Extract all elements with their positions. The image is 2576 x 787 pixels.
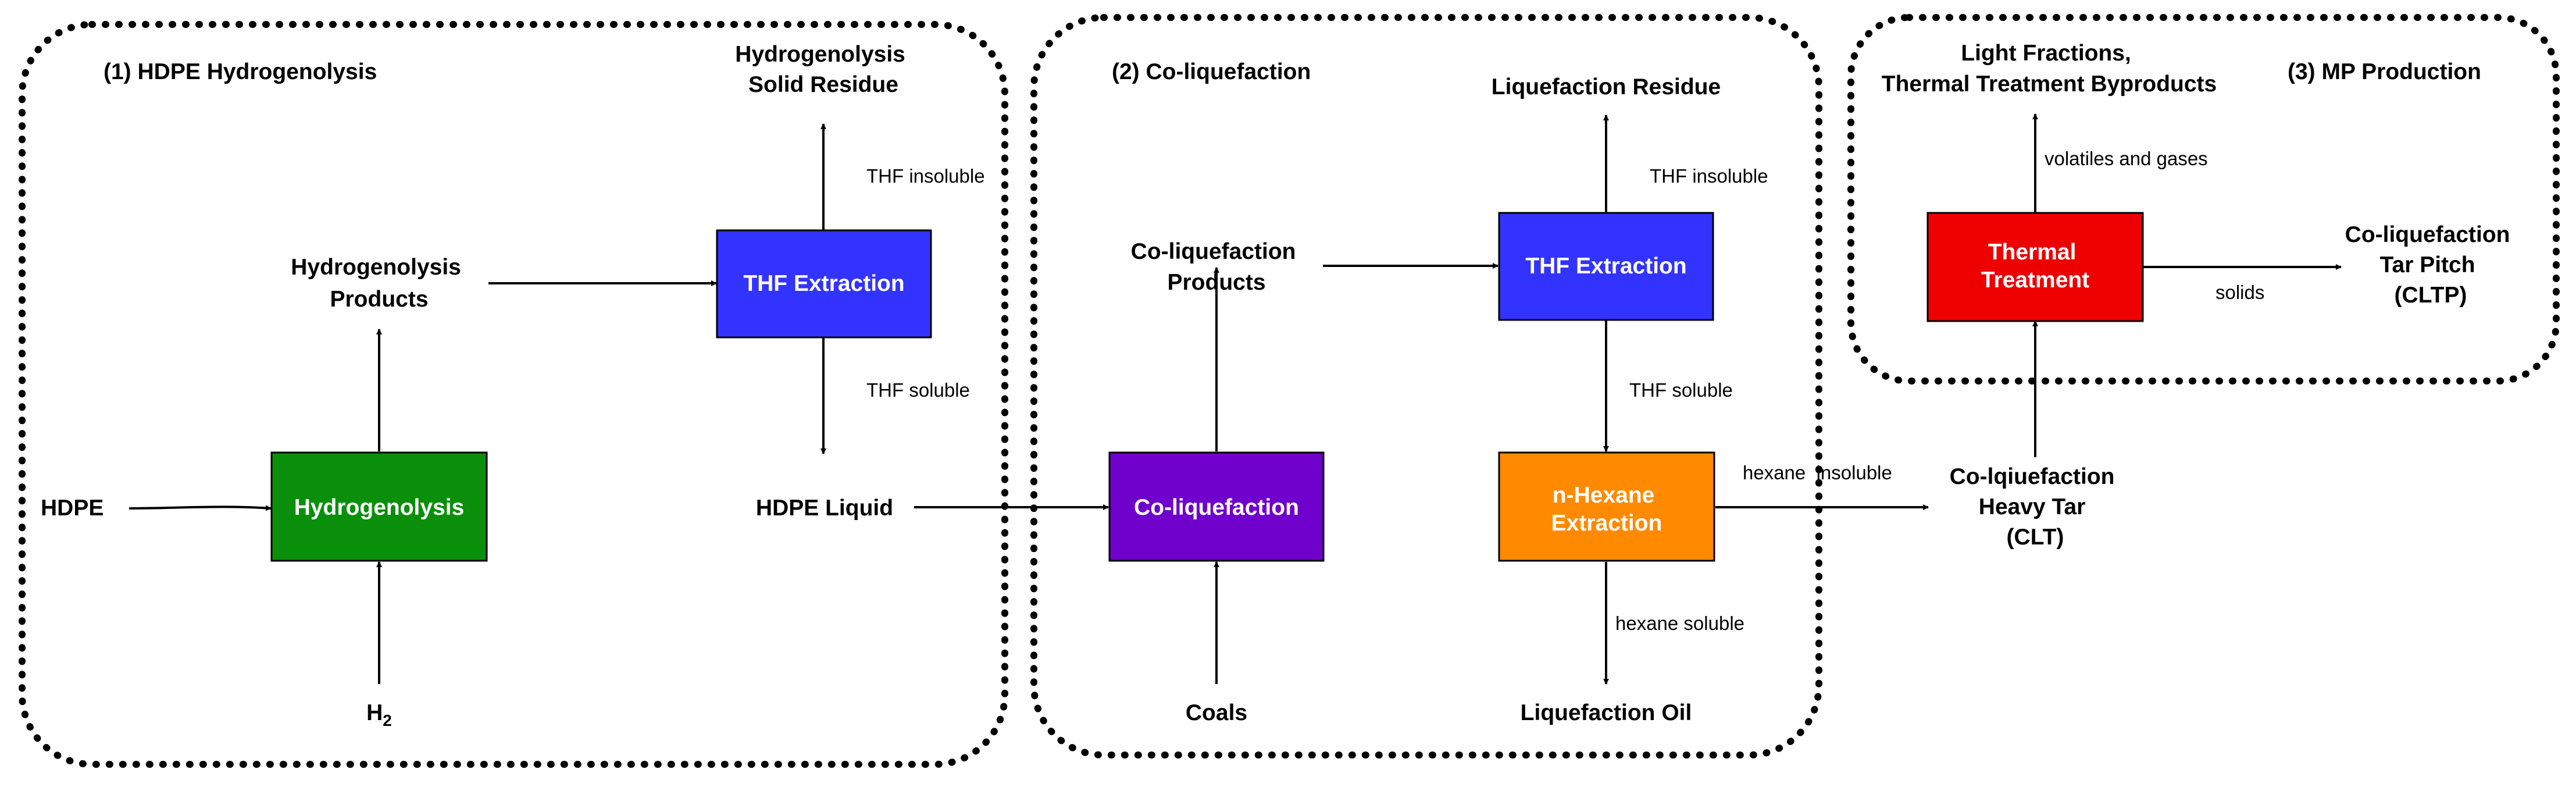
node-liquefaction-oil: Liquefaction Oil [1521,700,1692,725]
coliquefaction-box-label: Co-liquefaction [1134,495,1299,520]
node-coliquefaction-products: Co-liquefaction Products [1131,239,1303,295]
node-solid-residue-line-2: Solid Residue [748,72,898,97]
group-title-mp-production: (3) MP Production [2288,59,2481,84]
thf-extraction-box-2 [1498,212,1714,321]
node-h2-base: H [366,700,383,725]
node-cltp-line-1: Co-liquefaction [2345,222,2510,247]
edge-label-thf-insoluble-2: THF insoluble [1650,165,1768,187]
group-mp-production [1847,14,2560,384]
edge-label-hexane-insoluble: hexane insoluble [1743,462,1892,483]
edge-label-thf-soluble-1: THF soluble [866,379,970,401]
thermal-treatment-box [1926,212,2144,322]
hexane-extraction-box-label-line-1: n-Hexane [1553,483,1655,508]
hexane-extraction-box-label-line-2: Extraction [1551,511,1662,536]
hydrogenolysis-box [270,451,488,562]
node-cltp: Co-liquefaction Tar Pitch (CLTP) [2345,222,2517,308]
thermal-treatment-box-label: Thermal Treatment [1981,240,2089,293]
node-cltp-line-3: (CLTP) [2395,283,2467,308]
node-light-fractions-line-1: Light Fractions, [1961,41,2131,66]
node-hdpe-liquid: HDPE Liquid [756,496,893,521]
hexane-extraction-box-label: n-Hexane Extraction [1551,483,1662,536]
node-light-fractions-line-2: Thermal Treatment Byproducts [1882,72,2217,97]
node-coliquefaction-products-line-2: Products [1167,270,1265,295]
node-clt: Co-lqiuefaction Heavy Tar (CLT) [1950,464,2121,550]
node-coals: Coals [1186,700,1247,725]
thf-extraction-box-2-label: THF Extraction [1525,254,1686,279]
node-clt-line-2: Heavy Tar [1979,494,2086,519]
edge-label-thf-insoluble-1: THF insoluble [866,165,985,187]
node-hydrogenolysis-solid-residue: Hydrogenolysis Solid Residue [735,42,911,97]
edge-label-volatiles-and-gases: volatiles and gases [2045,148,2208,169]
group-coliquefaction [1030,14,1822,758]
edge-label-thf-soluble-2: THF soluble [1629,379,1733,401]
thf-extraction-box-1 [716,229,932,339]
hexane-extraction-box [1498,451,1715,562]
node-clt-line-3: (CLT) [2007,525,2064,550]
node-h2-subscript: 2 [383,711,392,729]
node-hydrogenolysis-products: Hydrogenolysis Products [291,255,467,312]
group-title-hdpe-hydrogenolysis: (1) HDPE Hydrogenolysis [104,59,377,84]
thermal-treatment-box-label-line-2: Treatment [1981,268,2089,293]
group-hdpe-hydrogenolysis [19,21,1008,768]
hydrogenolysis-box-label: Hydrogenolysis [294,495,465,520]
node-light-fractions: Light Fractions, Thermal Treatment Bypro… [1882,41,2217,97]
arrow-hdpe-to-hydrogenolysis [129,505,272,511]
coliquefaction-box [1108,451,1325,562]
node-clt-line-1: Co-lqiuefaction [1950,464,2115,489]
edge-label-hexane-soluble: hexane soluble [1615,612,1744,634]
edge-label-solids: solids [2215,282,2264,303]
node-solid-residue-line-1: Hydrogenolysis [735,42,905,67]
group-title-coliquefaction: (2) Co-liquefaction [1112,59,1311,84]
thermal-treatment-box-label-line-1: Thermal [1988,240,2077,265]
node-coliquefaction-products-line-1: Co-liquefaction [1131,239,1296,264]
node-hydrogenolysis-products-line-2: Products [330,287,428,312]
node-hdpe: HDPE [41,496,104,521]
node-cltp-line-2: Tar Pitch [2380,252,2475,277]
thf-extraction-box-1-label: THF Extraction [743,271,904,296]
node-h2: H2 [366,700,392,729]
node-liquefaction-residue: Liquefaction Residue [1492,74,1721,99]
node-hydrogenolysis-products-line-1: Hydrogenolysis [291,255,461,280]
